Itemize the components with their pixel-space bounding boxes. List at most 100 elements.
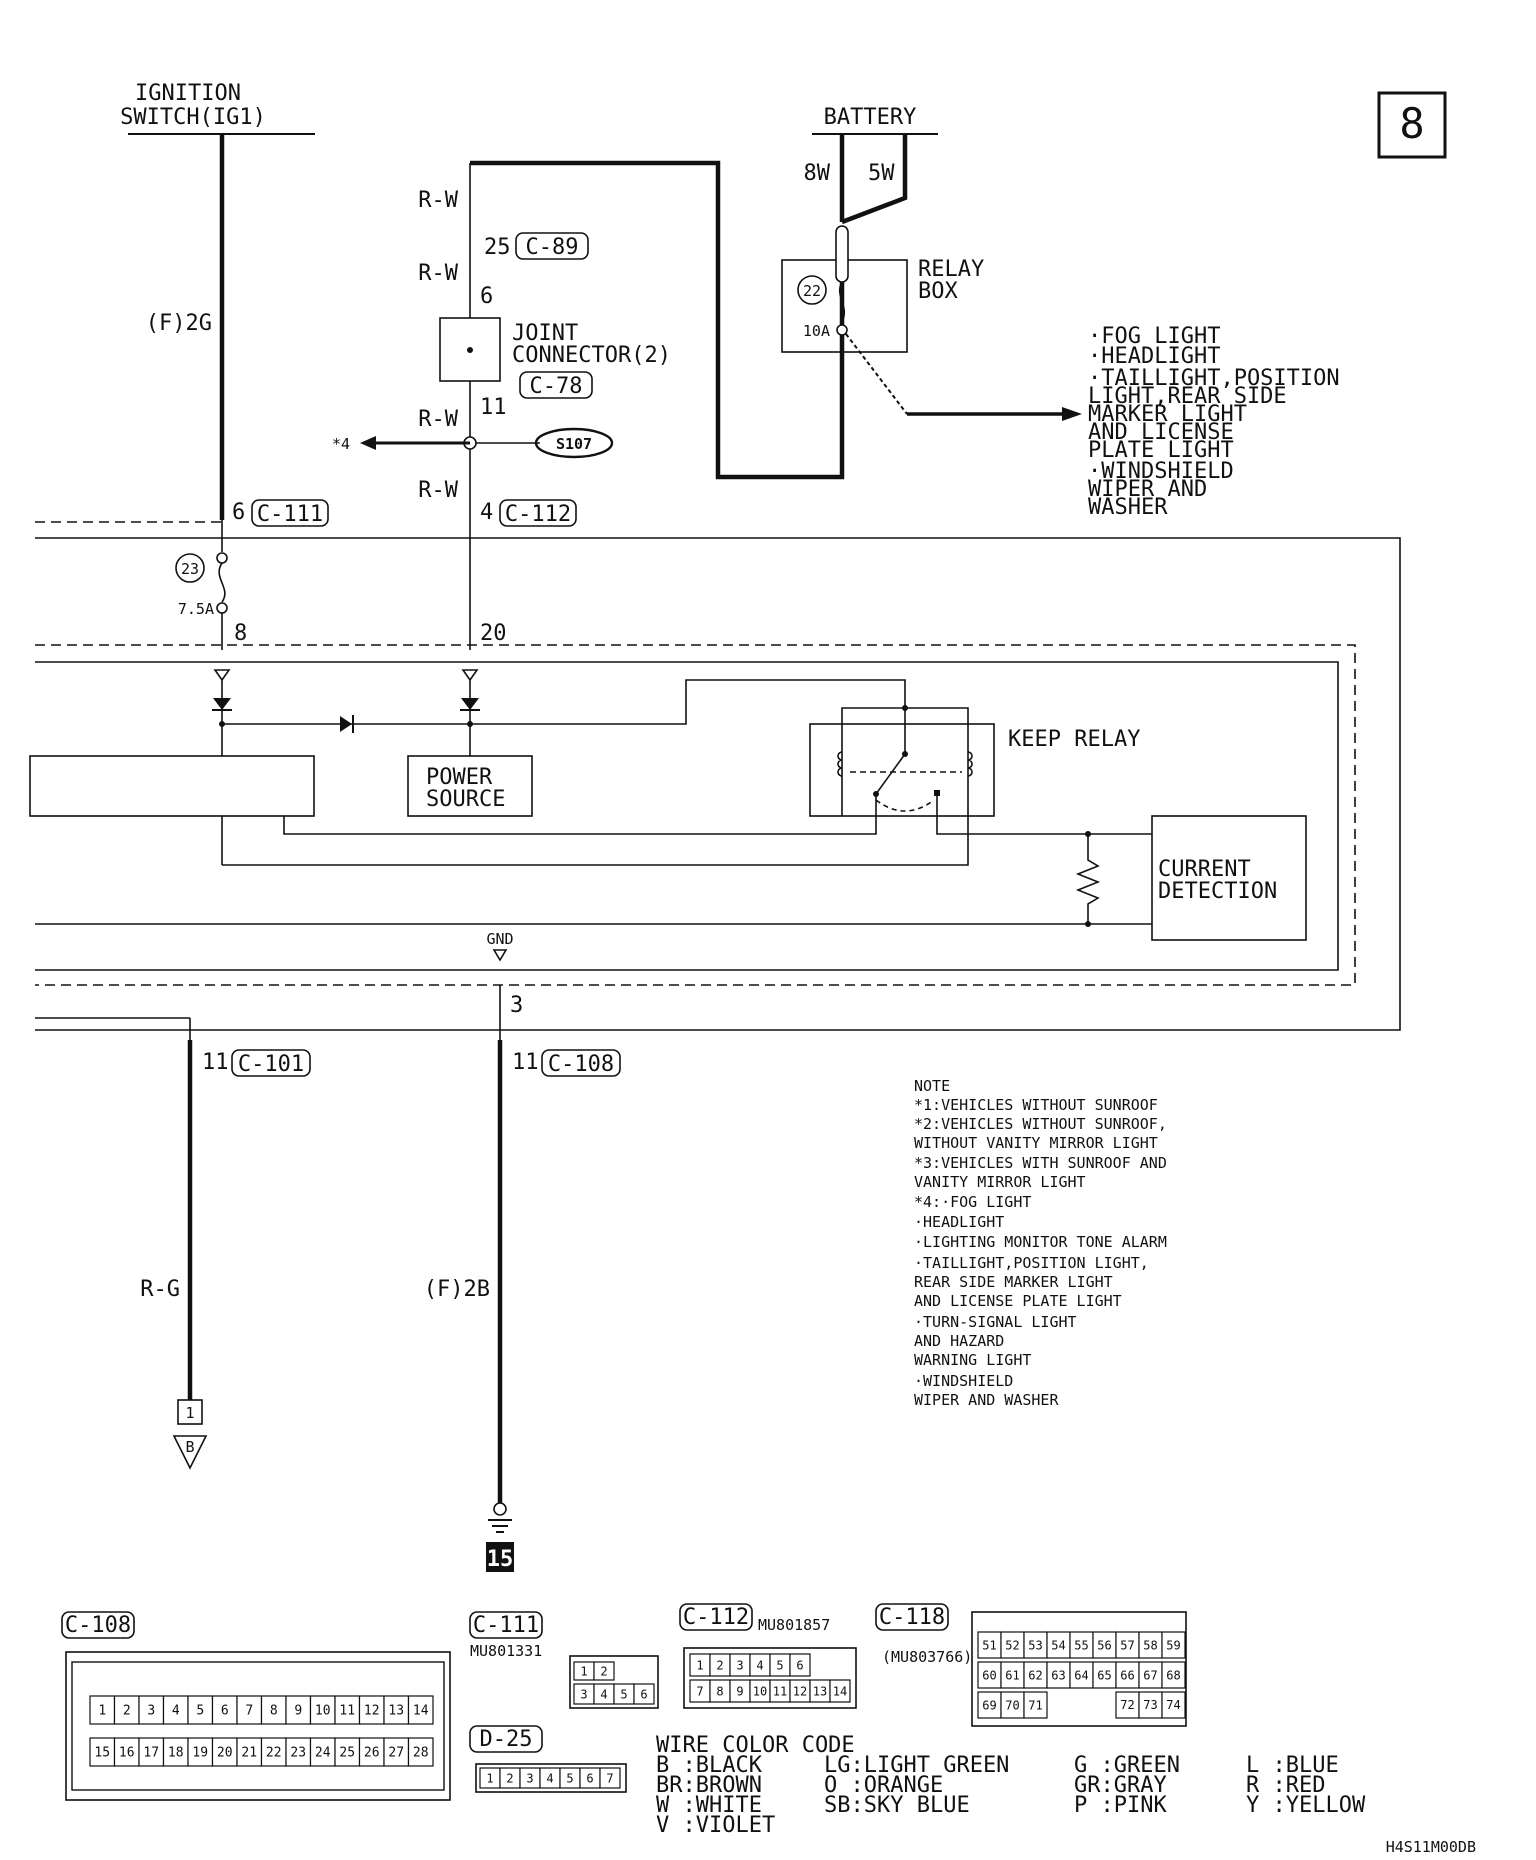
connector-pin-cell [829,1679,851,1703]
loads-wire-inside [845,333,908,415]
connector-pin-cell [89,1737,116,1767]
connector-pin-label: 5 [566,1771,573,1785]
note-5: VANITY MIRROR LIGHT [914,1173,1086,1191]
joint-connector-dot [467,347,473,353]
pin-20: 20 [480,621,507,646]
drawing-code: H4S11M00DB [1386,1838,1476,1856]
rw-label-3: R-W [418,407,458,432]
ground-terminal [493,1502,507,1516]
connector-pin-label: 2 [123,1704,131,1719]
connector-pin-cell [1161,1661,1186,1689]
note-7: ·HEADLIGHT [914,1213,1004,1231]
c118-view-part: (MU803766) [882,1648,972,1666]
battery-wire-5w: 5W [868,161,895,186]
connector-pin-label: 22 [266,1746,282,1761]
connector-pin-label: 14 [833,1684,847,1698]
note-8: ·LIGHTING MONITOR TONE ALARM [914,1233,1167,1251]
c118-view-housing [971,1611,1187,1727]
connector-pin-label: 74 [1166,1698,1180,1712]
color-gr: GR:GRAY [1074,1773,1167,1798]
fuse22-number: 22 [803,282,821,300]
note-4: *3:VEHICLES WITH SUNROOF AND [914,1154,1167,1172]
current-detection-label-1: CURRENT [1158,857,1251,882]
diode-8 [213,698,231,710]
connector-pin-label: 72 [1120,1698,1134,1712]
c111-view-tag [469,1611,543,1639]
rg-wire-color: R-G [140,1277,180,1302]
relay-load-2: ·HEADLIGHT [1088,344,1220,369]
terminal-1-box [177,1399,203,1425]
color-code-title: WIRE COLOR CODE [656,1733,855,1758]
connector-pin-label: 6 [796,1658,803,1672]
power-source-box [407,755,533,817]
c108-view-label: C-108 [65,1613,131,1638]
pin-11b: 11 [512,1050,539,1075]
c78-tag [519,371,593,399]
connector-pin-label: 2 [506,1771,513,1785]
c108-label: C-108 [548,1052,614,1077]
keep-relay-label: KEEP RELAY [1008,727,1140,752]
s107-tag [534,427,614,459]
color-l: L :BLUE [1246,1753,1339,1778]
fuse22-element [838,281,846,323]
relay-load-9: WIPER AND [1088,477,1207,502]
junction-block-outline [35,537,1401,1031]
fuse22-number-circle [797,275,827,305]
connector-pin-label: 68 [1166,1668,1180,1682]
c111-tag [251,499,329,527]
connector-pin-label: 20 [217,1746,233,1761]
gnd-wire-color: (F)2B [424,1277,490,1302]
connector-pin-label: 58 [1143,1638,1157,1652]
ig-wire-color: (F)2G [146,311,212,336]
connector-pin-label: 3 [147,1704,155,1719]
c118-view-label: C-118 [879,1605,945,1630]
connector-pin-label: 6 [221,1704,229,1719]
terminal-b-label: B [185,1438,194,1456]
connector-pin-label: 28 [413,1746,429,1761]
fuse22-terminal [836,324,848,336]
s107-label: S107 [556,435,592,453]
c101-label: C-101 [238,1052,304,1077]
c78-label: C-78 [530,374,583,399]
relay-load-1: ·FOG LIGHT [1088,324,1220,349]
connector-pin-cell [358,1737,385,1767]
connector-pin-label: 8 [716,1684,723,1698]
connector-pin-cell [113,1695,140,1725]
relay-box-label-2: BOX [918,279,958,304]
connector-pin-label: 65 [1097,1668,1111,1682]
note-10: REAR SIDE MARKER LIGHT [914,1273,1113,1291]
pin-11a: 11 [202,1050,229,1075]
connector-pin-label: 10 [315,1704,331,1719]
current-detection-box [1151,815,1307,941]
gnd-label: GND [486,930,513,948]
c118-view-tag [875,1603,949,1631]
color-v: V :VIOLET [656,1813,775,1838]
note-6: *4:·FOG LIGHT [914,1193,1031,1211]
connector-pin-label: 7 [696,1684,703,1698]
color-y: Y :YELLOW [1246,1793,1366,1818]
connector-pin-label: 73 [1143,1698,1157,1712]
to-keep-relay-wire [470,679,906,725]
connector-pin-label: 1 [696,1658,703,1672]
color-lg: LG:LIGHT GREEN [824,1753,1009,1778]
relay-load-6: AND LICENSE [1088,420,1234,445]
connector-pin-label: 15 [94,1746,110,1761]
rw-label-4: R-W [418,478,458,503]
connector-pin-label: 4 [756,1658,763,1672]
connector-pin-label: 19 [192,1746,208,1761]
rw-label-1: R-W [418,188,458,213]
connector-pin-label: 56 [1097,1638,1111,1652]
pin-6b: 6 [232,500,245,525]
pin-11: 11 [480,395,507,420]
diode-mid [340,716,352,732]
connector-pin-label: 1 [98,1704,106,1719]
battery-feed-wire [470,160,845,480]
connector-pin-label: 7 [245,1704,253,1719]
connector-pin-label: 21 [241,1746,257,1761]
c101-tag [231,1049,311,1077]
fuse23-top-terminal [216,552,228,564]
